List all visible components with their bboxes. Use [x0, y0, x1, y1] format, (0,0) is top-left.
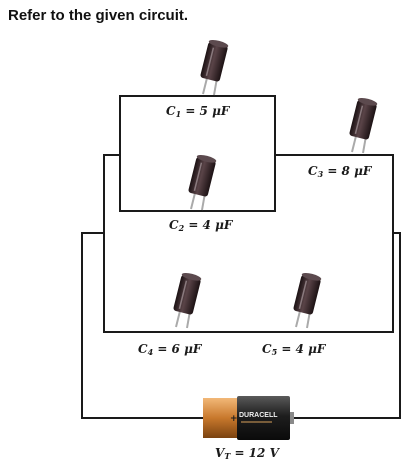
capacitor-c1 [198, 37, 230, 96]
capacitor-c3-label: C3 = 8 μF [308, 164, 372, 179]
capacitor-c2-label: C2 = 4 μF [169, 218, 233, 233]
capacitor-c5-label: C5 = 4 μF [262, 342, 326, 357]
capacitor-c2 [186, 152, 218, 211]
battery: + DURACELL [203, 396, 294, 440]
battery-plus-icon: + [230, 414, 238, 424]
capacitor-c3 [347, 95, 379, 154]
capacitor-c4-label: C4 = 6 μF [138, 342, 202, 357]
battery-voltage-label: VT = 12 V [215, 446, 279, 461]
capacitor-c5 [291, 270, 323, 329]
circuit-wires [81, 95, 401, 419]
battery-brand: DURACELL [239, 412, 278, 419]
capacitor-c1-label: C1 = 5 μF [166, 104, 230, 119]
question-text: Refer to the given circuit. [8, 7, 189, 24]
capacitor-c4 [171, 270, 203, 329]
